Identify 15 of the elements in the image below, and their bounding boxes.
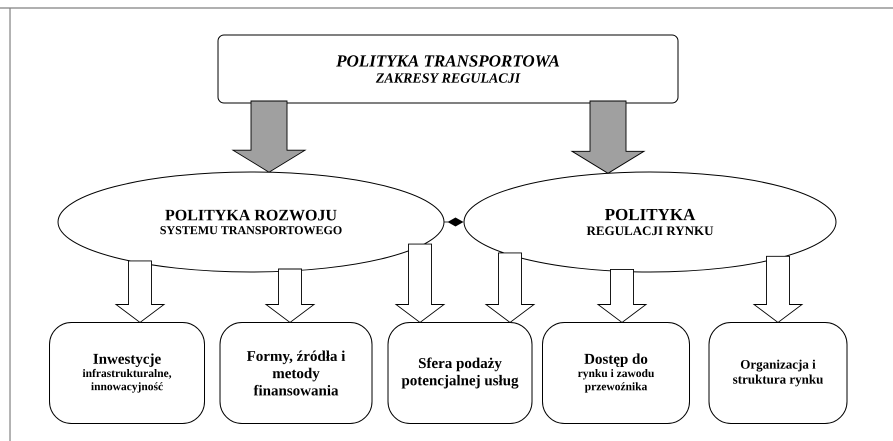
area-box: Sfera podaży potencjalnej usług [388,322,532,424]
hollow-arrow [264,268,316,324]
hollow-arrow [394,244,446,324]
area-box: Organizacja i struktura rynku [708,322,848,424]
hollow-arrow [752,256,804,324]
diamond-connector [444,218,464,226]
hollow-arrow [484,252,536,324]
area-box: Formy, źródła i metody finansowania [220,322,372,424]
hollow-arrow [596,268,648,324]
area-box: Inwestycje infrastrukturalne, innowacyjność [49,322,205,424]
hollow-arrow [114,260,166,324]
block-arrow [570,100,646,174]
block-arrow [231,100,307,173]
area-box: Dostęp do rynku i zawodu przewoźnika [542,322,690,424]
title-box: POLITYKA TRANSPORTOWA ZAKRESY REGULACJI [218,34,678,104]
